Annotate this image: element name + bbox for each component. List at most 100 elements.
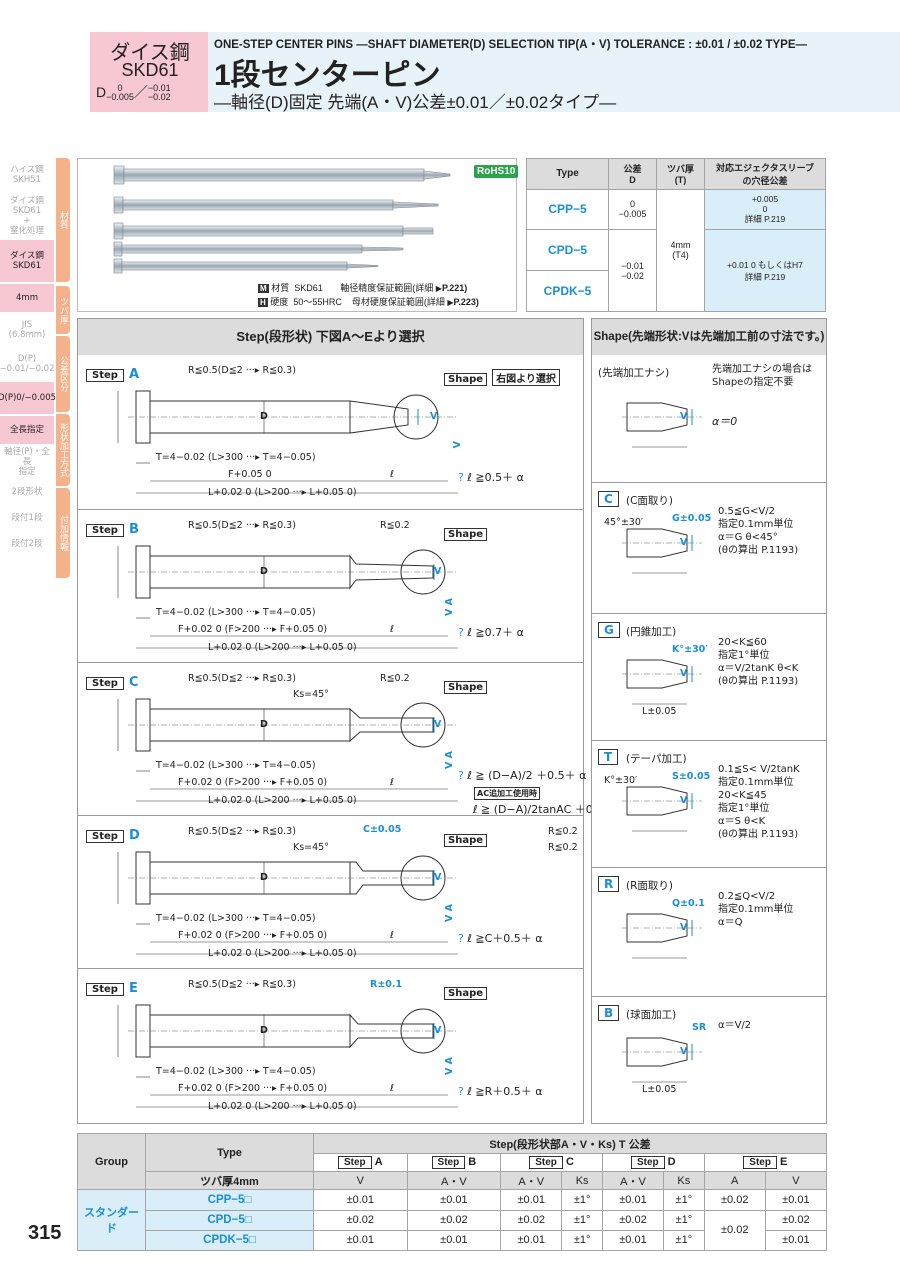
sidebar-tab[interactable]: 形状加工方式: [56, 414, 70, 486]
step-formula-2: ℓ ≧ (D−A)/2tanAC ＋0.5＋ α: [473, 803, 626, 816]
shape-dim-2: L±0.05: [642, 706, 677, 717]
ks-angle: Ks=45°: [293, 842, 329, 853]
pin-1: [113, 165, 451, 185]
col-header: A・V: [500, 1171, 563, 1191]
table-row: CPDK−5□±0.01±0.01±0.01±1°±0.01±1°±0.01: [78, 1229, 828, 1252]
sidebar-item[interactable]: D(P)0/−0.005: [0, 382, 56, 414]
pin-2: [113, 196, 439, 214]
radius-note-2: R≦0.2: [380, 673, 410, 684]
warning-icon: ?: [458, 626, 464, 639]
shape-name: (テーパ加工): [626, 753, 687, 765]
shape-block-c: C(C面取り)0.5≦G<V/2 指定0.1mm単位 α＝G θ<45° (θの…: [592, 482, 826, 613]
sidebar-tab[interactable]: ツバ厚: [56, 286, 70, 334]
radius-note: R≦0.5(D≦2 ···▸ R≦0.3): [188, 826, 296, 837]
radius-note: R≦0.5(D≦2 ···▸ R≦0.3): [188, 365, 296, 376]
value-cell: ±0.02: [500, 1209, 563, 1231]
dim-a: V A: [444, 904, 455, 923]
sidebar-item[interactable]: ダイス鋼 SKD61 + 窒化処理: [9, 196, 44, 236]
sidebar-item[interactable]: 2段形状: [11, 487, 43, 497]
value-cell: ±0.01: [601, 1189, 665, 1211]
dim-f: F+0.02 0 (F>200 ···▸ F+0.05 0): [178, 1083, 328, 1094]
sidebar-item[interactable]: 軸径(P)・全長 指定: [4, 447, 50, 477]
shape-v: V: [680, 668, 688, 679]
value-cell: ±0.01: [313, 1229, 408, 1252]
shape-dim: G±0.05: [672, 513, 712, 524]
type-cell: CPP−5□: [145, 1189, 314, 1211]
step-drawing: [117, 545, 458, 649]
type-col-header: Type: [145, 1132, 314, 1173]
shape-drawing: [622, 402, 702, 448]
value-cell: ±1°: [561, 1189, 603, 1211]
value-cell: ±1°: [663, 1209, 705, 1231]
sidebar-tab[interactable]: 付加情報: [56, 488, 70, 578]
tol-header: 公差 D: [608, 158, 657, 190]
shape-name: (C面取り): [626, 495, 674, 507]
shape-name: (円錐加工): [626, 626, 677, 638]
sidebar-tab[interactable]: 材質: [56, 158, 70, 282]
step-label: Step E: [86, 977, 138, 996]
step-drawing: [117, 1004, 458, 1108]
sidebar-item[interactable]: D(P)−0.01/−0.02: [0, 354, 55, 374]
step-col-header: Step A: [313, 1153, 408, 1173]
shape-v: V: [680, 795, 688, 806]
type-table: Type 公差 D ツバ厚 (T) 対応エジェクタスリーブ の穴径公差 CPP−…: [526, 158, 826, 313]
value-cell: ±0.02: [764, 1209, 828, 1231]
value-cell: ±0.02: [703, 1189, 766, 1211]
shape-dim: Q±0.1: [672, 898, 705, 909]
dim-d: D: [260, 872, 268, 883]
dim-v: V: [434, 1025, 442, 1036]
dim-t: T=4−0.02 (L>300 ···▸ T=4−0.05): [156, 1066, 316, 1077]
sidebar-item[interactable]: 全長指定: [0, 416, 54, 444]
detail-radius-1: R≦0.2: [548, 826, 578, 837]
shape-dim: SR: [692, 1022, 707, 1033]
dim-ell: ℓ: [390, 777, 394, 788]
shape-block-t: T(テーパ加工)0.1≦S< V/2tanK 指定0.1mm単位 20<K≦45…: [592, 740, 826, 867]
sidebar-item[interactable]: ダイス鋼 SKD61: [0, 240, 54, 282]
shape-v: V: [680, 411, 688, 422]
sleeve-header: 対応エジェクタスリーブ の穴径公差: [704, 158, 826, 190]
value-cell: ±1°: [561, 1209, 603, 1231]
step-label: Step B: [86, 518, 139, 537]
sidebar-item[interactable]: 段付1段: [11, 513, 43, 523]
step-col-header: Step E: [703, 1153, 828, 1173]
sidebar-item[interactable]: 段付2段: [11, 539, 43, 549]
shape-key: T: [598, 749, 619, 765]
shape-dim: K°±30′: [672, 644, 708, 655]
shape-panel: [591, 318, 827, 1124]
value-cell: ±0.02: [601, 1209, 665, 1231]
sidebar-item[interactable]: 4mm: [0, 284, 54, 312]
group-header: Group: [77, 1132, 146, 1191]
shape-drawing: [622, 528, 702, 574]
dim-f: F+0.05 0: [228, 469, 272, 480]
dim-a: V A: [444, 598, 455, 617]
tol-cell-cpp: 0 −0.005: [608, 188, 657, 231]
sidebar-item[interactable]: ハイス鋼 SKH51: [10, 165, 44, 185]
dim-v: V: [434, 719, 442, 730]
warning-icon: ?: [458, 471, 464, 484]
value-cell: ±0.01: [764, 1189, 828, 1211]
col-header: A・V: [406, 1171, 502, 1191]
value-cell: ±1°: [663, 1229, 705, 1252]
shape-note: 20<K≦60 指定1°単位 α＝V/2tanK θ<K (θの算出 P.119…: [718, 637, 799, 687]
header-jp-subtitle: —軸径(D)固定 先端(A・V)公差±0.01／±0.02タイプ—: [214, 93, 617, 112]
shape-note: 先端加工ナシの場合はShapeの指定不要: [712, 364, 812, 388]
sidebar-item[interactable]: JIS (6.8mm): [8, 320, 46, 340]
shape-formula: α＝0: [712, 415, 738, 428]
shape-drawing: [622, 1037, 702, 1083]
step-col-header: Step B: [406, 1153, 502, 1173]
header-material-box: [90, 32, 208, 112]
dim-v-side: V: [452, 441, 463, 449]
pin-5: [113, 258, 379, 274]
shape-drawing: [622, 659, 702, 705]
step-col-header: Step D: [601, 1153, 705, 1173]
sidebar-tab[interactable]: 公差区分: [56, 336, 70, 412]
shape-key: C: [598, 491, 619, 507]
